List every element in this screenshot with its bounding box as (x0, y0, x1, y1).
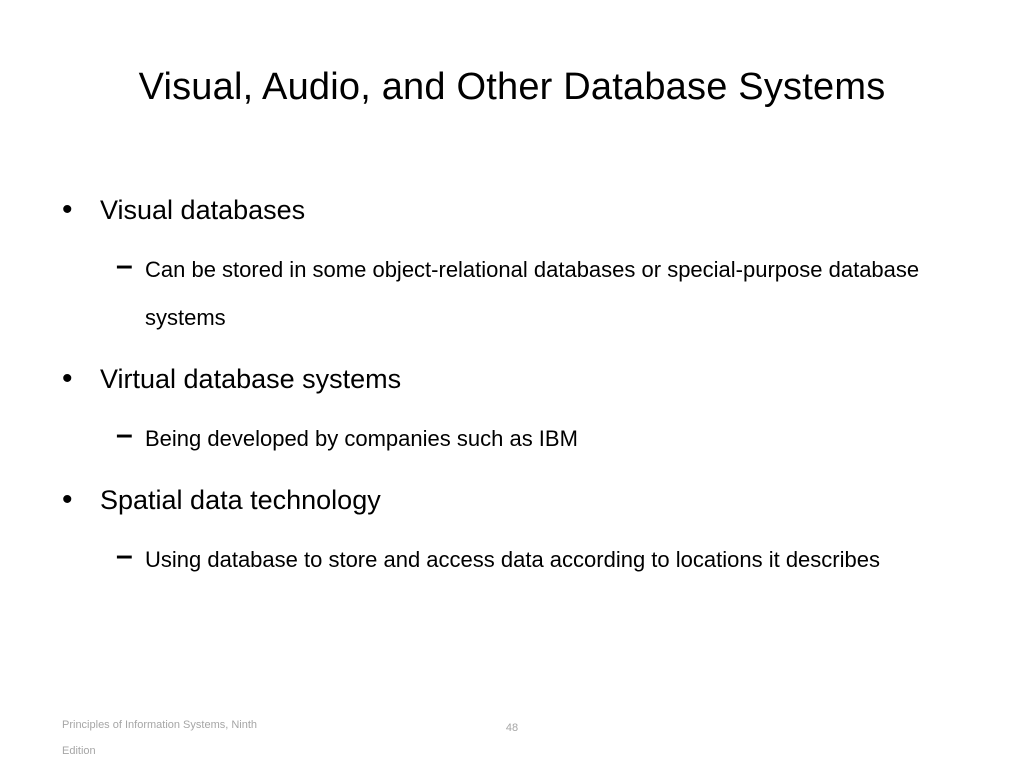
sub-bullet-item: – Using database to store and access dat… (116, 536, 962, 584)
bullet-item-visual-databases: • Visual databases (62, 186, 962, 234)
bullet-text: Virtual database systems (100, 364, 402, 394)
slide-title: Visual, Audio, and Other Database System… (138, 66, 886, 108)
sub-bullet-glyph: – (116, 249, 133, 282)
bullet-item-virtual-database-systems: • Virtual database systems (62, 355, 962, 403)
bullet-text: Visual databases (100, 195, 306, 225)
sub-bullet-text: Being developed by companies such as IBM (145, 426, 578, 451)
sub-bullet-item: – Can be stored in some object-relationa… (116, 246, 962, 342)
bullet-glyph: • (62, 362, 73, 395)
bullet-glyph: • (62, 483, 73, 516)
bullet-glyph: • (62, 193, 73, 226)
sub-bullet-item: – Being developed by companies such as I… (116, 415, 962, 463)
bullet-list: • Visual databases – Can be stored in so… (62, 186, 962, 584)
sub-bullet-text: Can be stored in some object-relational … (145, 257, 920, 330)
footer-source: Principles of Information Systems, Ninth… (62, 719, 258, 757)
sub-bullet-glyph: – (116, 539, 133, 572)
page-number: 48 (505, 722, 519, 734)
sub-bullet-glyph: – (116, 418, 133, 451)
sub-bullet-text: Using database to store and access data … (145, 547, 880, 572)
bullet-item-spatial-data-technology: • Spatial data technology (62, 476, 962, 524)
bullet-text: Spatial data technology (100, 485, 381, 515)
